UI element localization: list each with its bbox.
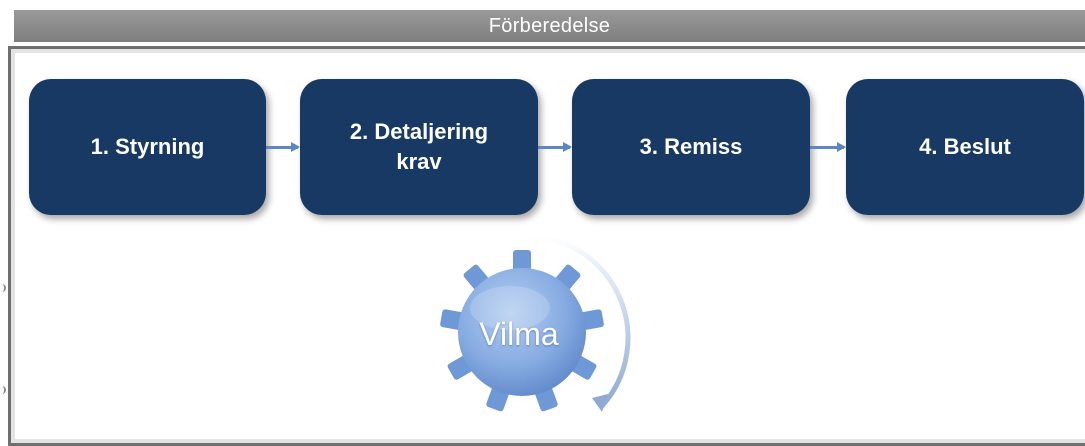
step-label: 2. Detaljering krav [349,119,489,174]
step-box-remiss: 3. Remiss [572,79,810,215]
flow-arrow [538,142,572,152]
step-label: 4. Beslut [919,134,1011,159]
step-box-beslut: 4. Beslut [846,79,1084,215]
edge-mark [0,386,6,394]
step-label: 3. Remiss [639,134,743,159]
section-header: Förberedelse [14,10,1085,42]
gear-body [458,268,586,396]
cycle-label: Vilma [479,316,559,352]
cycle-graphic [430,230,650,430]
step-box-detaljering-krav: 2. Detaljering krav [300,79,538,215]
cycle-arrowhead [592,394,608,412]
cycle-arc [521,233,631,409]
flow-arrow [266,142,300,152]
flow-arrow [810,142,846,152]
step-label: 1. Styrning [90,134,205,159]
gear-icon [440,233,631,412]
step-box-styrning: 1. Styrning [29,79,266,215]
section-title: Förberedelse [488,15,611,37]
edge-mark [0,284,6,292]
